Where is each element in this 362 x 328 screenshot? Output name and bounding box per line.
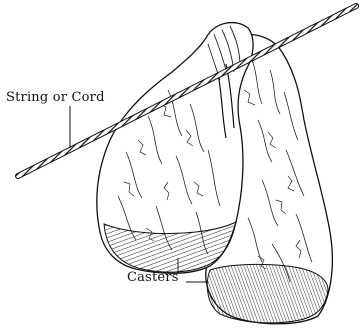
string-or-cord-label: String or Cord xyxy=(6,90,105,105)
left-bag xyxy=(97,23,253,274)
casters-label: Casters xyxy=(127,270,179,285)
